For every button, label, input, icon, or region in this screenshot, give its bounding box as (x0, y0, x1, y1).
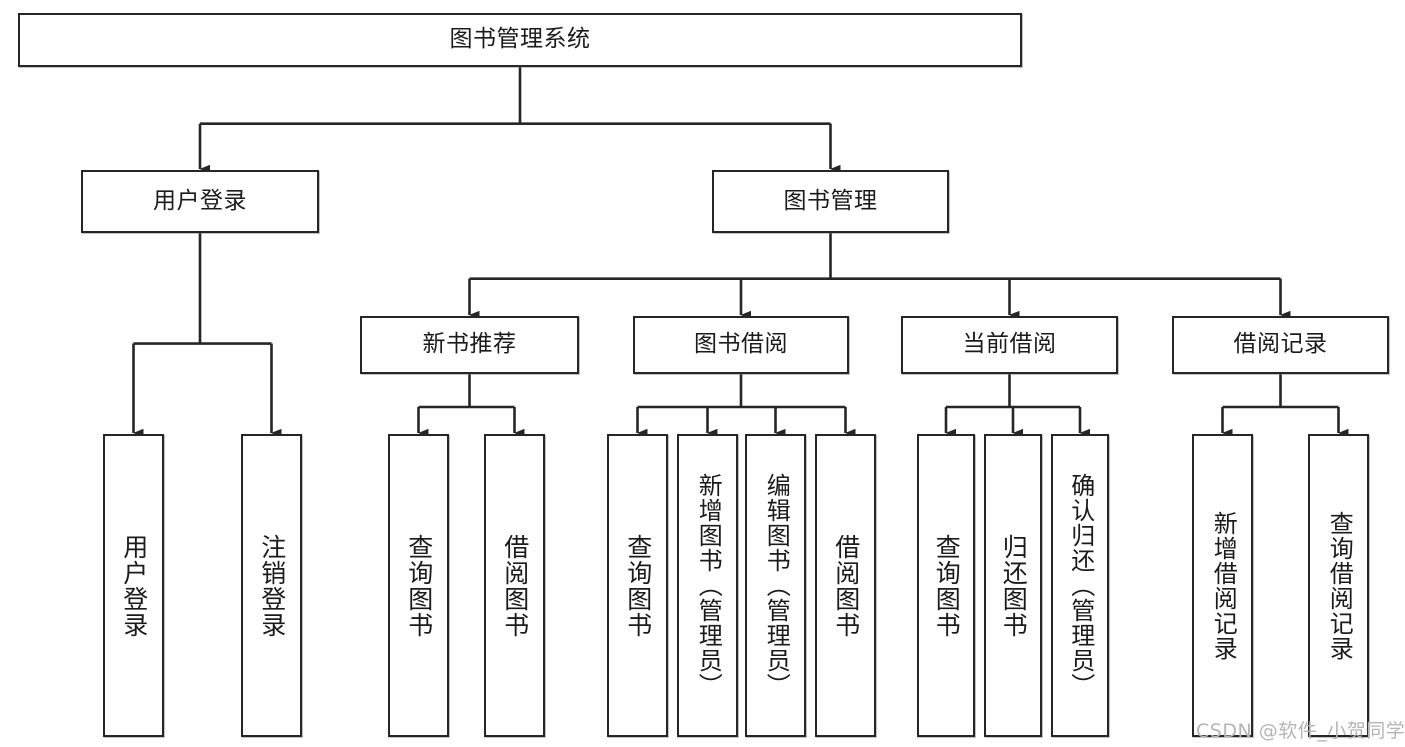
node-label: 新增图书（管理员） (694, 473, 723, 698)
node-leaf-c2[interactable]: 新增图书（管理员） (677, 434, 738, 737)
node-label: 新书推荐 (422, 331, 517, 358)
node-label: 用户登录 (119, 533, 149, 638)
node-label: 查询图书 (623, 533, 653, 638)
node-label: 查询图书 (404, 533, 434, 638)
node-leaf-d2[interactable]: 归还图书 (984, 434, 1042, 737)
node-label: 用户登录 (153, 187, 247, 214)
node-l2a[interactable]: 用户登录 (81, 170, 319, 233)
node-label: 当前借阅 (962, 331, 1057, 358)
node-leaf-b2[interactable]: 借阅图书 (484, 434, 545, 737)
node-leaf-a2[interactable]: 注销登录 (241, 434, 302, 737)
node-label: 图书管理 (783, 187, 878, 214)
node-label: 新增借阅记录 (1209, 510, 1238, 661)
node-label: 编辑图书（管理员） (762, 473, 791, 698)
node-l3d[interactable]: 借阅记录 (1172, 316, 1389, 374)
node-label: 借阅图书 (831, 533, 861, 638)
node-leaf-e2[interactable]: 查询借阅记录 (1308, 434, 1369, 737)
node-label: 查询借阅记录 (1325, 510, 1354, 661)
node-leaf-c3[interactable]: 编辑图书（管理员） (745, 434, 806, 737)
node-label: 注销登录 (257, 533, 287, 638)
node-l3a[interactable]: 新书推荐 (360, 316, 579, 374)
node-root[interactable]: 图书管理系统 (18, 13, 1022, 67)
node-label: 归还图书 (999, 533, 1029, 638)
node-label: 借阅记录 (1233, 331, 1328, 358)
node-leaf-e1[interactable]: 新增借阅记录 (1192, 434, 1253, 737)
node-label: 借阅图书 (500, 533, 530, 638)
node-leaf-a1[interactable]: 用户登录 (103, 434, 164, 737)
node-label: 图书借阅 (694, 331, 788, 358)
node-leaf-d1[interactable]: 查询图书 (917, 434, 975, 737)
watermark-label: CSDN @软件_小贺同学 (1196, 720, 1405, 742)
node-l3c[interactable]: 当前借阅 (901, 316, 1118, 374)
node-l2b[interactable]: 图书管理 (712, 170, 949, 233)
node-label: 图书管理系统 (449, 26, 591, 53)
node-label: 查询图书 (932, 533, 962, 638)
node-leaf-c4[interactable]: 借阅图书 (815, 434, 876, 737)
node-leaf-b1[interactable]: 查询图书 (388, 434, 449, 737)
node-leaf-c1[interactable]: 查询图书 (607, 434, 668, 737)
node-leaf-d3[interactable]: 确认归还（管理员） (1051, 434, 1109, 737)
node-label: 确认归还（管理员） (1066, 473, 1095, 698)
node-l3b[interactable]: 图书借阅 (633, 316, 849, 374)
